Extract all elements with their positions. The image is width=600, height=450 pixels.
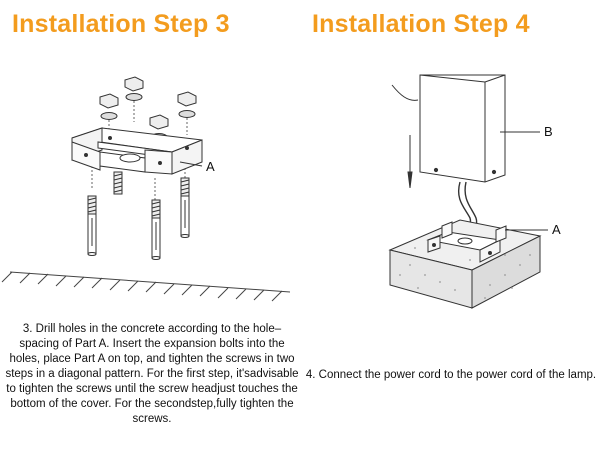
step3-title: Installation Step 3 xyxy=(12,10,230,38)
step3-description: 3. Drill holes in the concrete according… xyxy=(5,323,299,425)
nut-icon xyxy=(99,76,197,130)
ground-hatch xyxy=(1,271,291,302)
concrete-texture xyxy=(399,247,531,299)
step4-part-label-a: A xyxy=(552,222,561,237)
step3-part-label: A xyxy=(206,159,215,174)
lamp-body xyxy=(419,74,506,183)
concrete-block xyxy=(388,219,542,309)
part-a-bracket xyxy=(71,127,203,175)
expansion-bolt-icon xyxy=(87,171,190,260)
step4-diagram: B A xyxy=(388,74,561,309)
step4-title: Installation Step 4 xyxy=(312,10,530,38)
step4-description: 4. Connect the power cord to the power c… xyxy=(305,369,597,381)
step4-part-label-b: B xyxy=(544,124,553,139)
part-a-bracket-mounted xyxy=(426,221,507,263)
step3-diagram: A xyxy=(1,76,291,302)
